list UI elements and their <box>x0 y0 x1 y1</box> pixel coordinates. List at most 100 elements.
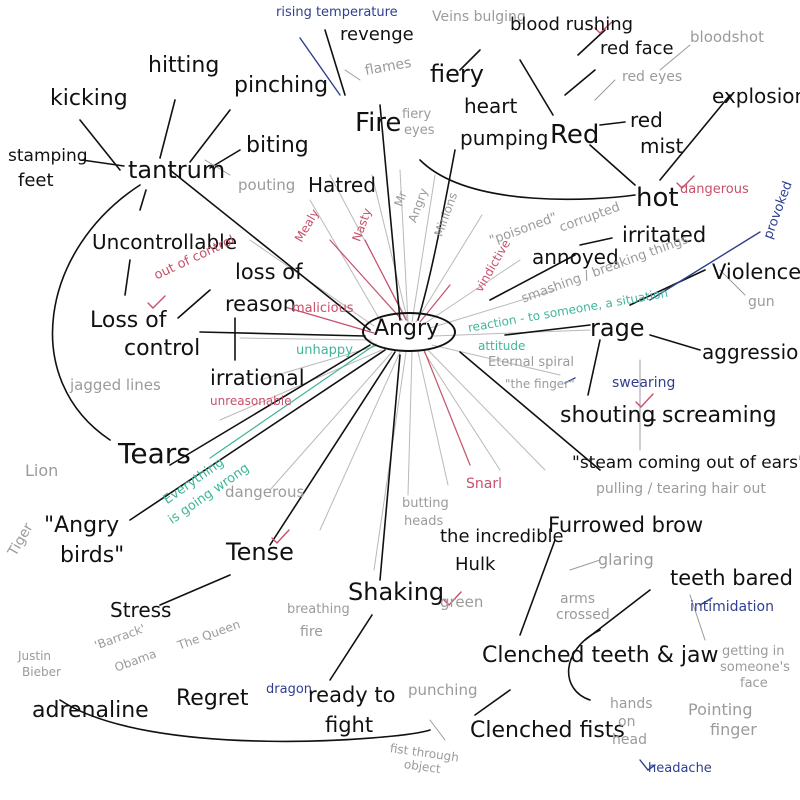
word-attitude: attitude <box>478 339 526 353</box>
word-pulling: pulling / tearing hair out <box>596 481 766 497</box>
word-butting: butting <box>402 496 449 511</box>
word-shaking: Shaking <box>348 578 445 606</box>
word-crossed: crossed <box>556 607 610 623</box>
word-hot: hot <box>636 183 679 213</box>
word-the-finger: "the finger" <box>505 377 575 391</box>
colored-spokes <box>209 239 471 466</box>
word-hands: hands <box>610 696 653 712</box>
word-tantrum: tantrum <box>128 156 226 184</box>
word-ready-to: ready to <box>308 683 396 707</box>
word-teeth-bared: teeth bared <box>670 566 793 590</box>
word-green: green <box>440 593 484 611</box>
word-feet: feet <box>18 170 54 191</box>
word-malicious: malicious <box>292 301 354 316</box>
word-tense: Tense <box>226 538 294 566</box>
word-violence: Violence <box>712 260 800 284</box>
word-breathing: breathing <box>287 602 350 617</box>
word-heads: heads <box>404 514 444 529</box>
word-red-eyes: red eyes <box>622 69 683 85</box>
main-connectors <box>51 29 731 743</box>
word-stress: Stress <box>110 598 172 622</box>
word-uncontrollable: Uncontrollable <box>92 230 238 254</box>
word-lion: Lion <box>25 461 59 480</box>
word-regret: Regret <box>176 686 249 711</box>
word-bloodshot: bloodshot <box>690 28 764 46</box>
word-biting: biting <box>246 133 309 158</box>
word-red-small: red <box>630 108 663 132</box>
word-head: head <box>612 732 647 748</box>
word-getting-in-line1: getting in <box>722 644 785 659</box>
word-glaring: glaring <box>598 550 654 569</box>
word-furrowed-brow: Furrowed brow <box>548 513 704 537</box>
word-gun: gun <box>748 294 775 310</box>
word-annoyed: annoyed <box>532 245 619 269</box>
word-explosion: explosion <box>712 84 800 108</box>
word-on: on <box>618 714 636 730</box>
word-unhappy: unhappy <box>296 343 353 358</box>
word-hitting: hitting <box>148 53 220 78</box>
word-irrational: irrational <box>210 366 305 390</box>
word-veins-bulging: Veins bulging <box>432 9 526 25</box>
word-clenched-teeth: Clenched teeth & jaw <box>482 643 719 668</box>
center-node-label: Angry <box>374 316 440 341</box>
word-steam: "steam coming out of ears" <box>572 453 800 473</box>
word-finger: finger <box>710 720 757 739</box>
word-justin: Justin <box>18 649 52 663</box>
word-the-incredible: the incredible <box>440 526 564 547</box>
word-aggression: aggression <box>702 340 800 364</box>
word-pouting: pouting <box>238 176 296 194</box>
word-irritated: irritated <box>622 223 707 247</box>
word-hulk: Hulk <box>455 554 496 575</box>
word-hatred: Hatred <box>308 173 376 197</box>
word-loss-of-control-line2: control <box>124 336 201 361</box>
word-blood-rushing: blood rushing <box>510 14 634 35</box>
word-clenched-fists: Clenched fists <box>470 718 625 743</box>
word-shouting: shouting <box>560 403 656 428</box>
word-reason: reason <box>225 292 297 316</box>
tick-marks <box>147 21 761 771</box>
word-loss-of: loss of <box>235 260 303 284</box>
word-screaming: screaming <box>662 403 777 428</box>
word-punching: punching <box>408 681 478 699</box>
word-dangerous-grey: dangerous <box>225 483 305 501</box>
word-angry-birds-line1: "Angry <box>44 513 120 538</box>
secondary-connectors <box>204 44 746 741</box>
word-jagged-lines: jagged lines <box>70 376 161 394</box>
word-snarl: Snarl <box>466 476 502 492</box>
word-angry-birds-line2: birds" <box>60 543 125 568</box>
word-heart: heart <box>464 94 518 118</box>
word-pinching: pinching <box>234 73 329 98</box>
word-red-face: red face <box>600 38 674 59</box>
word-fight: fight <box>325 713 374 737</box>
word-fire-small: fire <box>300 624 323 640</box>
word-stamping: stamping <box>8 146 88 166</box>
word-fiery: fiery <box>430 60 484 88</box>
word-rage: rage <box>590 314 645 342</box>
word-getting-in-line2: someone's <box>720 660 790 675</box>
word-kicking: kicking <box>50 86 128 111</box>
word-intimidation: intimidation <box>690 599 774 615</box>
word-fiery-eyes-line1: fiery <box>402 107 432 122</box>
word-eternal-spiral: Eternal spiral <box>488 355 574 370</box>
word-headache: headache <box>648 761 712 776</box>
word-red: Red <box>550 120 600 150</box>
word-fiery-eyes-line2: eyes <box>404 123 435 138</box>
center-node-oval <box>362 312 456 352</box>
word-pumping: pumping <box>460 126 549 150</box>
word-arms: arms <box>560 591 596 607</box>
word-fire: Fire <box>355 108 402 138</box>
word-dangerous-red: dangerous <box>680 182 749 197</box>
word-swearing: swearing <box>612 375 676 391</box>
word-pointing: Pointing <box>688 700 753 719</box>
word-getting-in-line3: face <box>740 676 768 691</box>
word-loss-of-control-line1: Loss of <box>90 308 167 333</box>
word-adrenaline: adrenaline <box>32 698 149 723</box>
word-unreasonable: unreasonable <box>210 394 292 408</box>
word-mist: mist <box>640 134 684 158</box>
word-tears: Tears <box>118 437 191 470</box>
word-revenge: revenge <box>340 24 414 45</box>
word-rising-temperature: rising temperature <box>276 5 398 20</box>
word-dragon: dragon <box>266 682 313 697</box>
